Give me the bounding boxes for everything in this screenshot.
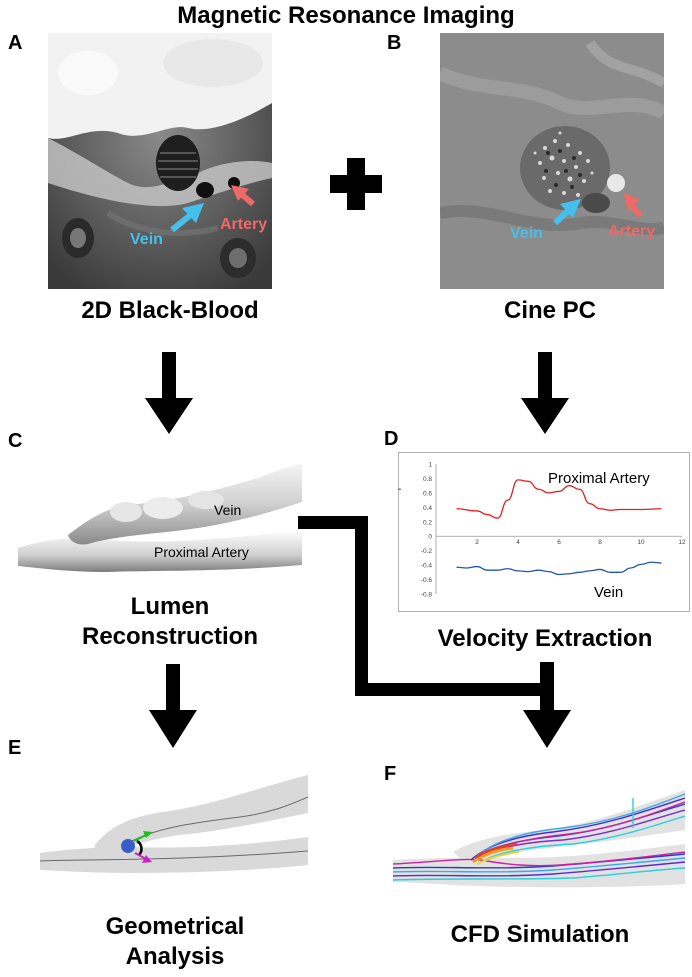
arrow-c-to-e — [149, 664, 197, 748]
caption-lumen-line2: Reconstruction — [81, 623, 258, 650]
artery-label-b: Artery — [608, 223, 656, 240]
legend-proximal-artery: Proximal Artery — [548, 470, 650, 487]
artery-label-c: Proximal Artery — [154, 544, 249, 560]
y-tick-label: -0.2 — [421, 548, 433, 555]
panel-label-d: D — [384, 428, 399, 450]
lumen-reconstruction-image: Vein Proximal Artery — [18, 460, 302, 575]
cfd-simulation-image — [393, 788, 685, 890]
x-tick-label: 4 — [516, 539, 520, 546]
velocity-chart-svg: 1 0.8 0.6 0.4 0.2 0 -0.2 -0.4 -0.6 -0.8 2 4 6 8 10 12 — [398, 452, 690, 612]
panel-label-b: B — [387, 32, 402, 54]
series-line-proximal-artery — [456, 479, 662, 519]
plus-icon — [330, 158, 382, 210]
caption-geometrical-analysis: Geometrical Analysis — [60, 912, 290, 972]
caption-cfd-simulation: CFD Simulation — [450, 921, 630, 948]
x-tick-label: 10 — [637, 539, 645, 546]
cine-pc-image: Vein Artery — [440, 33, 664, 289]
velocity-chart: 1 0.8 0.6 0.4 0.2 0 -0.2 -0.4 -0.6 -0.8 2 4 6 8 10 12 -… — [398, 452, 690, 612]
x-tick-label: 6 — [557, 539, 561, 546]
x-tick-label: 8 — [598, 539, 602, 546]
vein-label-a: Vein — [130, 231, 163, 248]
y-tick-label: 0.4 — [423, 505, 432, 512]
caption-cine-pc: Cine PC — [503, 297, 596, 324]
panel-label-f: F — [384, 763, 397, 785]
y-tick-label: -0.6 — [421, 577, 433, 584]
caption-geo-line2: Analysis — [125, 943, 225, 970]
chart-side-mark: - — [398, 484, 402, 495]
y-tick-label: 0.6 — [423, 490, 432, 497]
chart-frame — [398, 452, 690, 612]
y-tick-label: 0.2 — [423, 519, 432, 526]
y-tick-label: 1 — [428, 462, 432, 469]
geometrical-analysis-image — [40, 775, 308, 880]
y-tick-label: 0.8 — [423, 476, 432, 483]
vein-label-c: Vein — [214, 502, 242, 518]
caption-geo-line1: Geometrical — [105, 913, 245, 940]
y-tick-label: 0 — [428, 534, 432, 541]
legend-vein: Vein — [594, 584, 624, 601]
series-line-vein — [456, 561, 662, 576]
connector-c-to-f — [298, 516, 551, 696]
arrow-b-to-d — [521, 352, 569, 434]
arrow-a-to-c — [145, 352, 193, 434]
caption-lumen-reconstruction: Lumen Reconstruction — [40, 592, 300, 652]
y-tick-label: -0.4 — [421, 563, 433, 570]
black-blood-mri-image: Vein Artery — [48, 33, 272, 289]
caption-lumen-line1: Lumen — [130, 593, 210, 620]
caption-velocity-extraction: Velocity Extraction — [437, 625, 653, 652]
artery-label-a: Artery — [220, 216, 268, 233]
panel-label-c: C — [8, 430, 23, 452]
x-tick-label: 2 — [475, 539, 479, 546]
panel-label-e: E — [8, 737, 22, 759]
y-tick-label: -0.8 — [421, 592, 433, 599]
caption-black-blood: 2D Black-Blood — [81, 297, 259, 324]
panel-label-a: A — [8, 32, 23, 54]
figure-title: Magnetic Resonance Imaging — [177, 2, 515, 29]
vein-label-b: Vein — [510, 225, 543, 242]
arrow-d-to-f — [523, 662, 571, 748]
x-tick-label: 12 — [678, 539, 686, 546]
